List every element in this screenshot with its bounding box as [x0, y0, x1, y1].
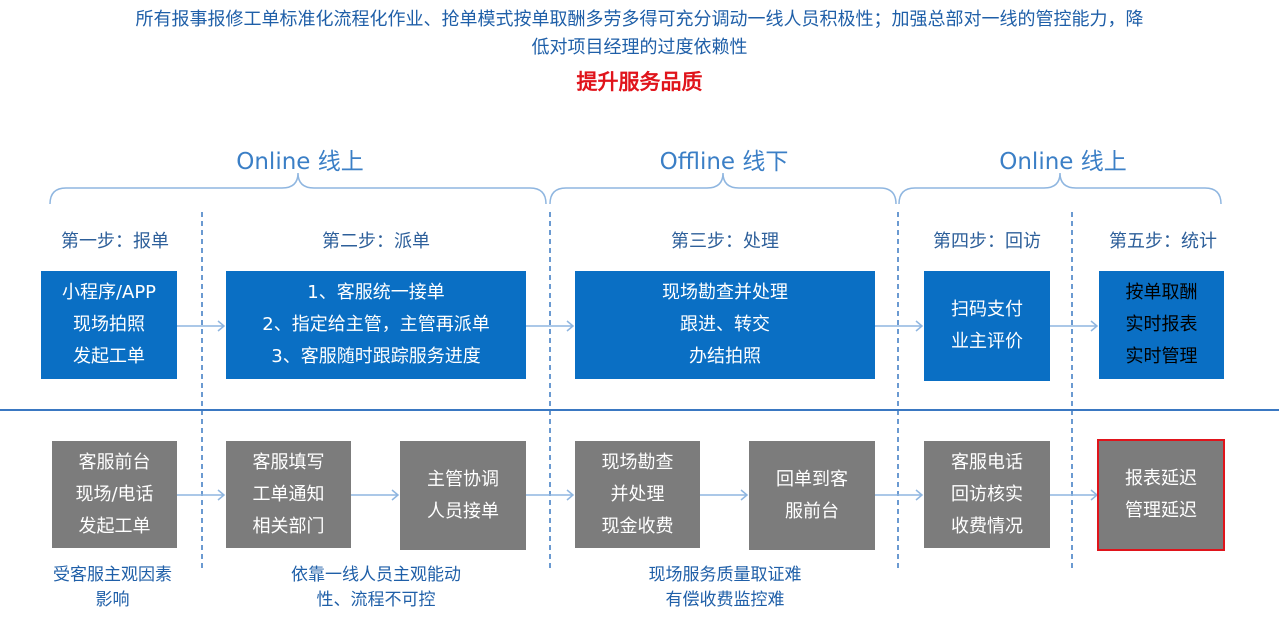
offline-box-return-order-line: 服前台 — [785, 500, 839, 522]
offline-box-phone-revisit: 客服电话 回访核实 收费情况 — [924, 441, 1050, 548]
offline-box-supervisor-line: 人员接单 — [427, 500, 499, 522]
offline-box-fill-notify-line: 客服填写 — [252, 451, 325, 473]
offline-box-report-delay-line: 报表延迟 — [1125, 468, 1197, 489]
note-line: 依靠一线人员主观能动 — [291, 565, 461, 585]
note-quality-evidence: 现场服务质量取证难 有偿收费监控难 — [575, 563, 875, 613]
offline-box-fill-notify-line: 相关部门 — [252, 515, 325, 537]
online-box-revisit-line: 业主评价 — [951, 331, 1023, 352]
offline-box-onsite-line: 现金收费 — [601, 515, 674, 537]
offline-box-phone-revisit-line: 收费情况 — [951, 515, 1023, 537]
brace-online-2 — [898, 172, 1222, 205]
step-5-label: 第五步：统计 — [1109, 231, 1217, 252]
online-box-process-line: 跟进、转交 — [680, 314, 770, 335]
note-line: 受客服主观因素 — [53, 565, 172, 585]
offline-box-phone-revisit-line: 回访核实 — [951, 483, 1023, 505]
offline-box-front-desk: 客服前台 现场/电话 发起工单 — [52, 441, 177, 548]
offline-box-return-order: 回单到客 服前台 — [749, 441, 875, 550]
note-line: 影响 — [95, 590, 130, 610]
step-separators — [201, 212, 1073, 570]
offline-box-report-delay: 报表延迟 管理延迟 — [1097, 439, 1225, 551]
online-box-process-line: 办结拍照 — [689, 346, 761, 367]
step-3-label: 第三步：处理 — [671, 231, 779, 252]
online-arrows — [177, 320, 1099, 332]
online-box-revisit: 扫码支付 业主评价 — [924, 271, 1050, 381]
online-box-dispatch-line: 3、客服随时跟踪服务进度 — [271, 346, 481, 367]
online-box-statistics: 按单取酬 实时报表 实时管理 — [1099, 271, 1224, 379]
online-box-process-line: 现场勘查并处理 — [662, 282, 788, 303]
offline-box-fill-notify-line: 工单通知 — [252, 483, 325, 505]
offline-box-front-desk-line: 客服前台 — [78, 451, 151, 473]
offline-box-onsite-line: 并处理 — [610, 483, 665, 505]
offline-box-front-desk-line: 现场/电话 — [75, 483, 154, 505]
headline: 提升服务品质 — [576, 70, 703, 94]
offline-arrows — [177, 489, 1099, 501]
step-2-label: 第二步：派单 — [322, 231, 430, 252]
online-box-revisit-line: 扫码支付 — [951, 299, 1023, 320]
header-line-2: 低对项目经理的过度依赖性 — [531, 37, 748, 58]
online-box-statistics-line: 实时管理 — [1125, 346, 1198, 367]
header-line-1: 所有报事报修工单标准化流程化作业、抢单模式按单取酬多劳多得可充分调动一线人员积极… — [135, 9, 1144, 30]
brace-online-1 — [49, 172, 547, 205]
online-box-dispatch-line: 1、客服统一接单 — [307, 282, 445, 303]
step-4-label: 第四步：回访 — [933, 231, 1041, 252]
offline-box-report-delay-line: 管理延迟 — [1125, 500, 1197, 521]
offline-box-supervisor: 主管协调 人员接单 — [400, 441, 526, 550]
offline-box-supervisor-line: 主管协调 — [427, 468, 499, 490]
offline-box-fill-notify: 客服填写 工单通知 相关部门 — [226, 441, 351, 548]
phase-label-offline: Offline 线下 — [659, 149, 789, 175]
offline-box-front-desk-line: 发起工单 — [78, 515, 151, 537]
note-line: 性、流程不可控 — [316, 590, 436, 610]
online-box-report: 小程序/APP 现场拍照 发起工单 — [41, 271, 177, 379]
step-1-label: 第一步：报单 — [61, 231, 169, 252]
brace-offline — [549, 172, 897, 205]
offline-box-return-order-line: 回单到客 — [776, 468, 848, 490]
online-box-dispatch: 1、客服统一接单 2、指定给主管，主管再派单 3、客服随时跟踪服务进度 — [226, 271, 526, 379]
offline-box-phone-revisit-line: 客服电话 — [951, 451, 1023, 473]
online-box-statistics-line: 按单取酬 — [1125, 282, 1198, 303]
online-box-report-line: 发起工单 — [73, 346, 145, 367]
note-line: 有偿收费监控难 — [665, 590, 785, 610]
offline-box-onsite-line: 现场勘查 — [601, 451, 674, 473]
phase-label-online-1: Online 线上 — [236, 149, 364, 175]
note-subjective-factor: 受客服主观因素 影响 — [20, 563, 205, 613]
note-uncontrollable-process: 依靠一线人员主观能动 性、流程不可控 — [226, 563, 526, 613]
online-box-process: 现场勘查并处理 跟进、转交 办结拍照 — [575, 271, 875, 379]
phase-label-online-2: Online 线上 — [999, 149, 1127, 175]
phase-braces — [49, 172, 1222, 205]
online-box-dispatch-line: 2、指定给主管，主管再派单 — [262, 314, 490, 335]
note-line: 现场服务质量取证难 — [648, 565, 802, 585]
online-box-statistics-line: 实时报表 — [1125, 314, 1198, 335]
online-box-report-line: 现场拍照 — [73, 314, 145, 335]
online-box-report-line: 小程序/APP — [61, 282, 157, 303]
offline-box-onsite: 现场勘查 并处理 现金收费 — [575, 441, 700, 548]
